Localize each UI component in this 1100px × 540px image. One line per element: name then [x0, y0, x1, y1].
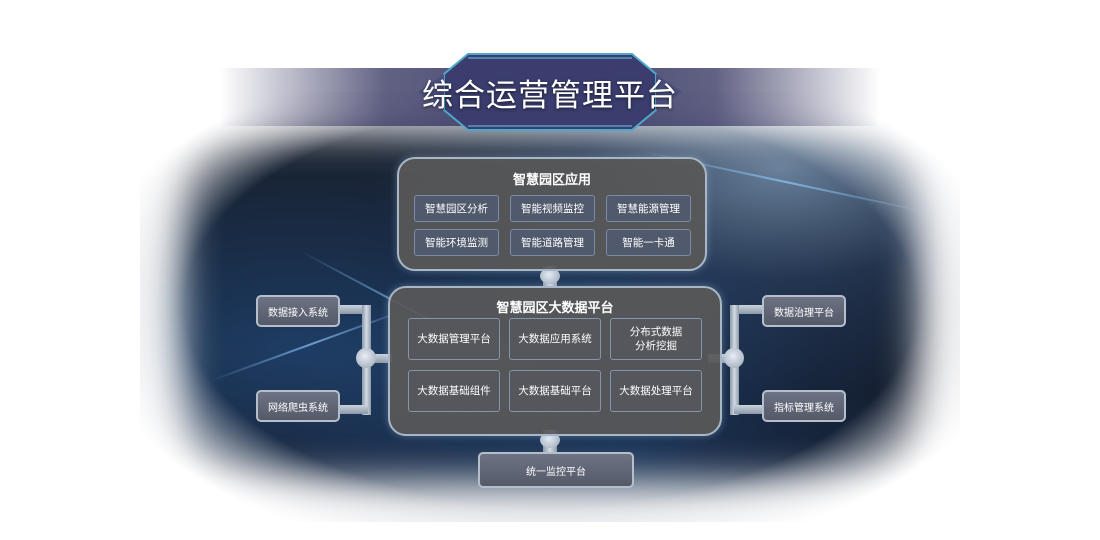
bigdata-item: 大数据基础组件	[408, 370, 500, 412]
connector-left-upper	[338, 305, 368, 314]
bigdata-item: 大数据应用系统	[509, 318, 601, 360]
app-item: 智能环境监测	[414, 229, 499, 256]
app-item: 智慧能源管理	[606, 195, 691, 222]
app-panel: 智慧园区应用 智慧园区分析 智能视频监控 智慧能源管理 智能环境监测 智能道路管…	[397, 157, 707, 271]
page-title: 综合运营管理平台	[422, 78, 678, 114]
bigdata-item: 大数据基础平台	[509, 370, 601, 412]
connector-left-mid	[366, 354, 392, 363]
bigdata-item: 大数据处理平台	[610, 370, 702, 412]
data-governance-platform: 数据治理平台	[762, 295, 846, 327]
app-item: 智能视频监控	[510, 195, 595, 222]
connector-node	[724, 348, 744, 368]
connector-node	[540, 268, 560, 284]
app-panel-title: 智慧园区应用	[512, 173, 591, 188]
bigdata-item: 大数据管理平台	[408, 318, 500, 360]
app-item: 智慧园区分析	[414, 195, 499, 222]
unified-monitoring-platform: 统一监控平台	[478, 452, 634, 488]
data-ingest-system: 数据接入系统	[256, 295, 340, 327]
title-plate	[418, 53, 682, 131]
connector-left-lower	[338, 405, 368, 414]
bigdata-panel: 智慧园区大数据平台 大数据管理平台 大数据应用系统 分布式数据 分析挖掘 大数据…	[388, 286, 722, 436]
bigdata-panel-title: 智慧园区大数据平台	[496, 301, 614, 316]
connector-right-upper	[734, 305, 764, 314]
app-item: 智能一卡通	[606, 229, 691, 256]
bigdata-item: 分布式数据 分析挖掘	[610, 318, 702, 360]
connector-node	[356, 348, 376, 368]
app-item: 智能道路管理	[510, 229, 595, 256]
connector-right-lower	[734, 405, 764, 414]
connector-node	[540, 432, 560, 448]
metrics-management-system: 指标管理系统	[762, 390, 846, 422]
web-crawler-system: 网络爬虫系统	[256, 390, 340, 422]
